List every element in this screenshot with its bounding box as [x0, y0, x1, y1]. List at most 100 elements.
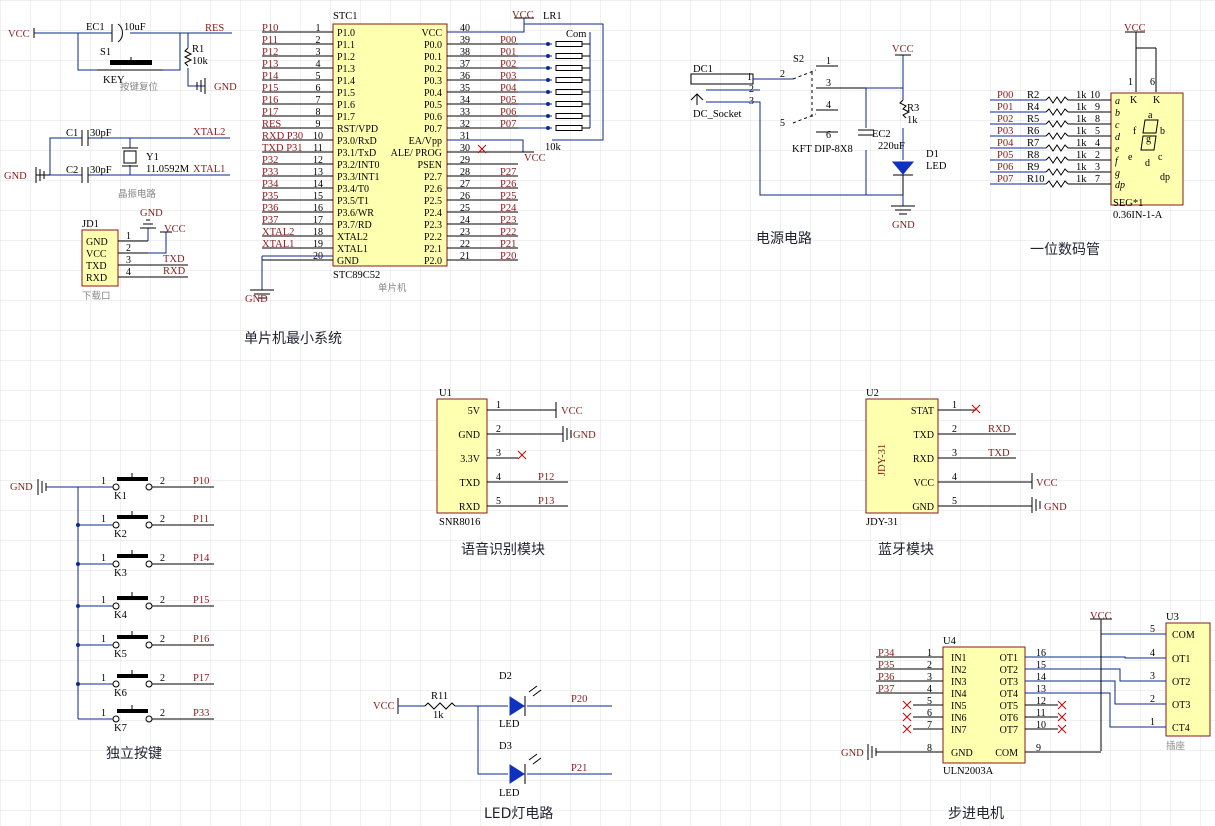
keys-gnd-label: GND [10, 482, 33, 493]
jd1-body [81, 229, 119, 287]
seg-net-label: P03 [997, 126, 1013, 137]
mcu-left-pin-name: XTAL2 [337, 232, 368, 243]
key-pin2: 2 [160, 673, 165, 684]
seg-k1: K [1130, 95, 1138, 106]
seg-digit-outline [1140, 119, 1159, 151]
stepper-out-wire [1025, 668, 1166, 682]
mcu-right-pin-name: VCC [421, 28, 442, 39]
key-junction [76, 604, 80, 608]
mcu-right-pin-name: ALE/ PROG [391, 148, 442, 159]
mcu-right-pin-name: P2.4 [424, 208, 442, 219]
jd1-txd-net: TXD [163, 254, 185, 265]
y1-ref: Y1 [146, 152, 159, 163]
mcu-left-pin-name: P3.2/INT0 [337, 160, 380, 171]
mcu-right-pin-num: 22 [460, 239, 470, 250]
r11-value: 1k [433, 710, 444, 721]
r11-ref: R11 [431, 691, 448, 702]
u4-in-name: GND [951, 748, 973, 759]
u2-pin-num: 3 [952, 448, 957, 459]
s2-pin2: 2 [780, 69, 785, 80]
key-contact-left [112, 602, 120, 610]
u2-net: VCC [1036, 478, 1058, 489]
reset-vcc-label: VCC [8, 29, 30, 40]
seg-pin-num: 8 [1095, 114, 1100, 125]
mcu-left-pin-name: GND [337, 256, 359, 267]
seg-res-val: 1k [1076, 150, 1087, 161]
u2-pin-num: 5 [952, 496, 957, 507]
dc-pin1: 1 [747, 72, 752, 83]
u4-out-num: 11 [1036, 708, 1046, 719]
mcu-left-net: P11 [262, 35, 278, 46]
lr1-junction [546, 114, 550, 118]
mcu-right-pin-num: 38 [460, 47, 470, 58]
mcu-left-pin-num: 1 [316, 23, 321, 34]
seg-label-g: g [1146, 134, 1151, 145]
u1-pin-num: 5 [496, 496, 501, 507]
seg-res-val: 1k [1076, 126, 1087, 137]
u4-in-num: 4 [927, 684, 932, 695]
mcu-left-pin-name: P3.3/INT1 [337, 172, 380, 183]
key-contact-left [112, 641, 120, 649]
u3-pin-num: 4 [1150, 648, 1155, 659]
y1-value: 11.0592M [146, 164, 190, 175]
seg-net-label: P05 [997, 150, 1013, 161]
u4-out-num: 15 [1036, 660, 1046, 671]
title-voice: 语音识别模块 [461, 541, 545, 558]
r1-ref: R1 [192, 44, 204, 55]
s1-key-label: KEY [103, 75, 125, 86]
reset-gnd-label: GND [214, 82, 237, 93]
ec2-value: 220uF [878, 141, 905, 152]
mcu-left-pin-name: RST/VPD [337, 124, 378, 135]
mcu-right-pin-num: 32 [460, 119, 470, 130]
mcu-right-pin-name: P0.4 [424, 88, 442, 99]
s2-pin3: 3 [826, 78, 831, 89]
mcu-right-pin-num: 29 [460, 155, 470, 166]
key-ref: K6 [114, 688, 127, 699]
lr1-junction [546, 66, 550, 70]
mcu-right-pin-num: 27 [460, 179, 470, 190]
u4-in-net: P37 [878, 684, 894, 695]
u4-in-name: IN4 [951, 689, 967, 700]
mcu-right-pin-num: 30 [460, 143, 470, 154]
u4-out-num: 12 [1036, 696, 1046, 707]
seg-res-ref: R2 [1027, 90, 1039, 101]
u4-part: ULN2003A [943, 766, 994, 777]
seg-vcc-label: VCC [1124, 23, 1146, 34]
u4-in-name: IN6 [951, 713, 967, 724]
seg-label-e: e [1128, 152, 1133, 163]
seg-ref: SEG*1 [1113, 198, 1143, 209]
led-circuit: VCC R11 1k D2 LED D3 LED P20 P21 [373, 671, 612, 799]
key-junction [76, 523, 80, 527]
lr1-junction [546, 102, 550, 106]
u4-in-num: 3 [927, 672, 932, 683]
seg-pin-num: 4 [1095, 138, 1100, 149]
seg-part: 0.36IN-1-A [1113, 210, 1163, 221]
mcu-ref: STC1 [333, 11, 358, 22]
mcu-right-pin-name: P2.5 [424, 196, 442, 207]
mcu-left-pin-num: 10 [313, 131, 323, 142]
mcu-right-net: P06 [500, 107, 516, 118]
title-power: 电源电路 [756, 231, 812, 247]
u2-pin-name: STAT [911, 406, 934, 417]
mcu-left-net: XTAL2 [262, 227, 294, 238]
u4-in-net: P34 [878, 648, 895, 659]
key-pin1: 1 [101, 514, 106, 525]
u1-pin-num: 2 [496, 424, 501, 435]
ec2-capacitor-symbol [858, 129, 874, 136]
mcu-left-net: P33 [262, 167, 278, 178]
lr1-value: 10k [545, 142, 562, 153]
mcu-right-net: P05 [500, 95, 516, 106]
xtal1-net-label: XTAL1 [193, 164, 225, 175]
mcu-left-net: TXD P31 [262, 143, 303, 154]
u4-in-name: IN3 [951, 677, 967, 688]
u4-in-net: P35 [878, 660, 894, 671]
s1-button-bar [110, 60, 152, 65]
u2-pin-name: VCC [913, 478, 934, 489]
u1-pin-num: 3 [496, 448, 501, 459]
u3-pin-name: CT4 [1172, 723, 1190, 734]
mcu-left-pin-num: 19 [313, 239, 323, 250]
u2-pin-num: 2 [952, 424, 957, 435]
ec1-capacitor-symbol [111, 23, 123, 43]
